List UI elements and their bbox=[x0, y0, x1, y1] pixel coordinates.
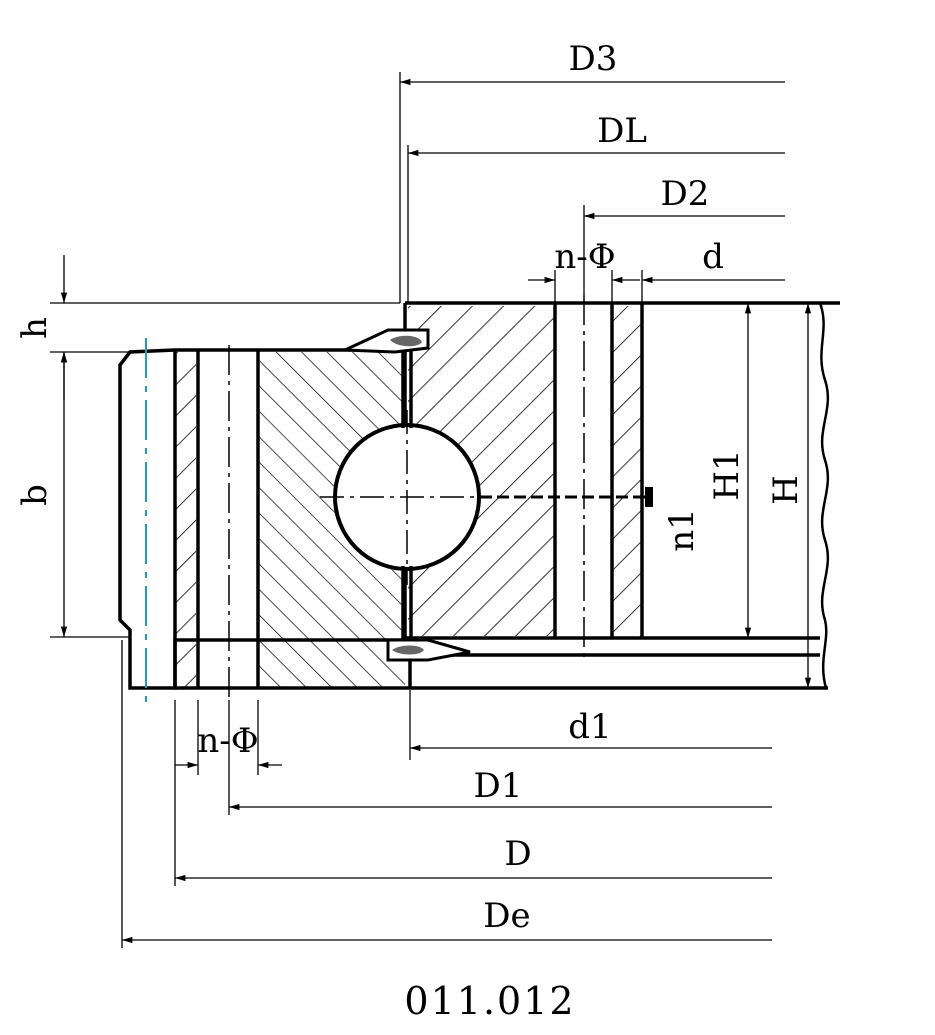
right-dimensions bbox=[744, 303, 812, 688]
outer-ring-section bbox=[118, 345, 410, 700]
label-d1: d1 bbox=[568, 707, 611, 747]
bottom-dimensions bbox=[121, 640, 772, 948]
label-D3: D3 bbox=[569, 39, 618, 79]
top-dimensions bbox=[399, 72, 785, 303]
label-h: h bbox=[15, 317, 55, 339]
label-b: b bbox=[15, 484, 55, 506]
label-DL: DL bbox=[597, 111, 647, 151]
label-D: D bbox=[504, 834, 531, 874]
label-D2: D2 bbox=[661, 174, 710, 214]
left-dimensions bbox=[50, 255, 400, 638]
label-De: De bbox=[483, 896, 530, 936]
label-H1: H1 bbox=[707, 449, 747, 500]
label-D1: D1 bbox=[474, 766, 523, 806]
label-n-phi-bottom: n-Φ bbox=[197, 721, 258, 761]
dimension-labels: D3 DL D2 n-Φ d h b H1 H n1 d1 n-Φ D1 D D… bbox=[15, 39, 806, 936]
seals bbox=[344, 328, 471, 662]
drawing-caption: 011.012 bbox=[404, 979, 575, 1023]
raceway-ball bbox=[320, 350, 653, 640]
label-H: H bbox=[766, 475, 806, 505]
label-n-phi-top: n-Φ bbox=[554, 237, 615, 277]
label-n1: n1 bbox=[662, 508, 702, 552]
label-d: d bbox=[702, 237, 724, 277]
